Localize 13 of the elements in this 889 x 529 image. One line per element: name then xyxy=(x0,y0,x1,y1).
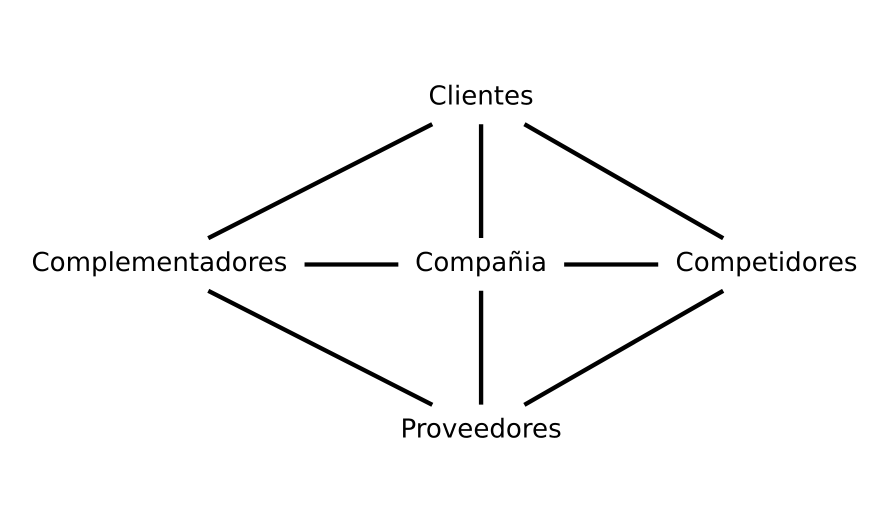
node-text: Competidores xyxy=(676,248,858,278)
node-text: Proveedores xyxy=(400,414,562,444)
node-text: Clientes xyxy=(428,81,534,112)
connector xyxy=(478,290,484,405)
connector xyxy=(564,262,658,267)
connector xyxy=(478,124,484,238)
connector xyxy=(207,122,434,240)
connector xyxy=(523,122,724,240)
connector xyxy=(207,288,434,407)
connector xyxy=(304,262,398,267)
connector xyxy=(523,288,724,407)
node-text: Compañia xyxy=(415,248,548,278)
node-text: Complementadores xyxy=(31,248,288,278)
